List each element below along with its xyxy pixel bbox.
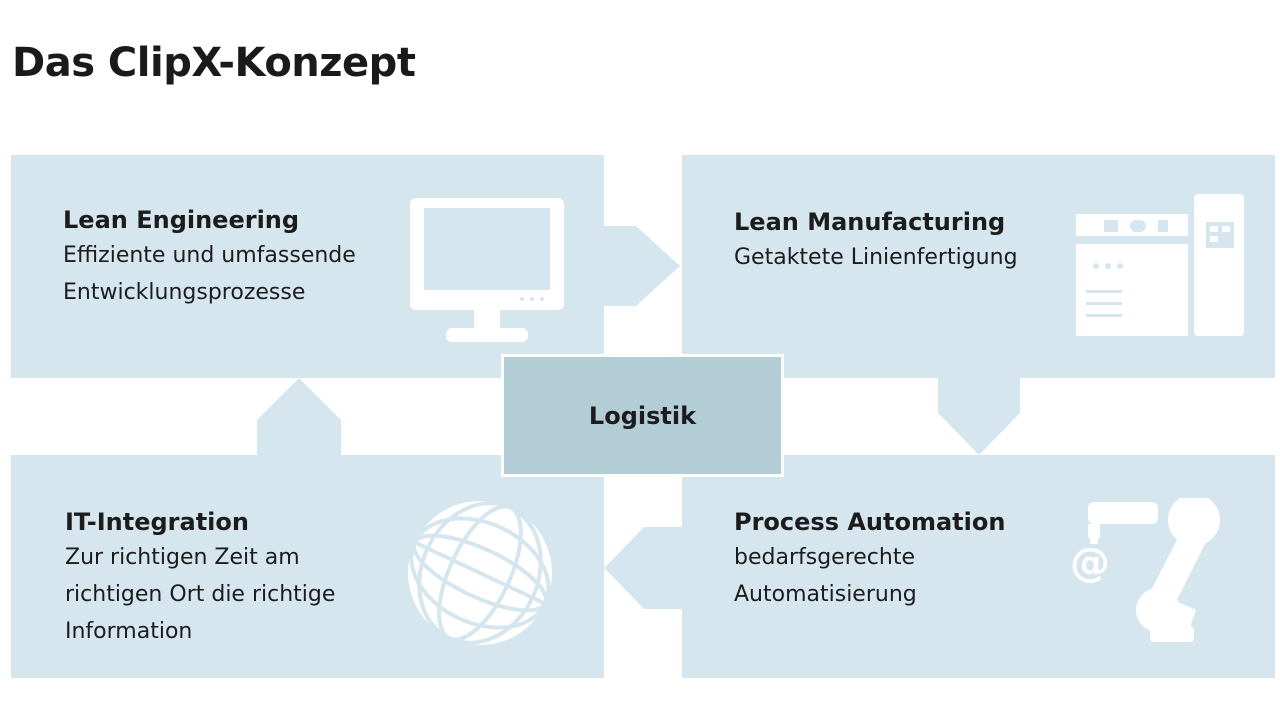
- it-integration-text: IT-Integration Zur richtigen Zeit am ric…: [65, 505, 335, 650]
- lean-manufacturing-text: Lean Manufacturing Getaktete Linienferti…: [734, 205, 1018, 276]
- process-automation-line-2: Automatisierung: [734, 582, 917, 607]
- it-integration-line-2: richtigen Ort die richtige: [65, 582, 336, 607]
- lean-engineering-heading: Lean Engineering: [63, 206, 300, 234]
- factory-machine-icon: [1074, 192, 1254, 342]
- it-integration-heading: IT-Integration: [65, 508, 249, 536]
- globe-icon: [404, 497, 556, 649]
- lean-engineering-text: Lean Engineering Effiziente und umfassen…: [63, 203, 356, 311]
- it-integration-line-3: Information: [65, 619, 193, 644]
- logistik-label: Logistik: [588, 401, 697, 430]
- arrow-right-icon: [604, 226, 680, 306]
- robot-arm-icon: @: [1070, 498, 1230, 648]
- arrow-down-icon: [938, 378, 1020, 455]
- arrow-left-icon: [604, 527, 682, 609]
- it-integration-line-1: Zur richtigen Zeit am: [65, 545, 300, 570]
- lean-engineering-line-2: Entwicklungsprozesse: [63, 280, 306, 305]
- computer-monitor-icon: [408, 196, 568, 346]
- logistik-center-box: Logistik: [501, 354, 784, 477]
- process-automation-text: Process Automation bedarfsgerechte Autom…: [734, 505, 1005, 613]
- lean-engineering-line-1: Effiziente und umfassende: [63, 243, 356, 268]
- page-title: Das ClipX-Konzept: [12, 40, 416, 86]
- process-automation-heading: Process Automation: [734, 508, 1006, 536]
- svg-text:@: @: [1070, 540, 1110, 586]
- arrow-up-icon: [257, 378, 341, 455]
- lean-manufacturing-heading: Lean Manufacturing: [734, 208, 1006, 236]
- lean-manufacturing-line-1: Getaktete Linienfertigung: [734, 245, 1018, 270]
- process-automation-line-1: bedarfsgerechte: [734, 545, 915, 570]
